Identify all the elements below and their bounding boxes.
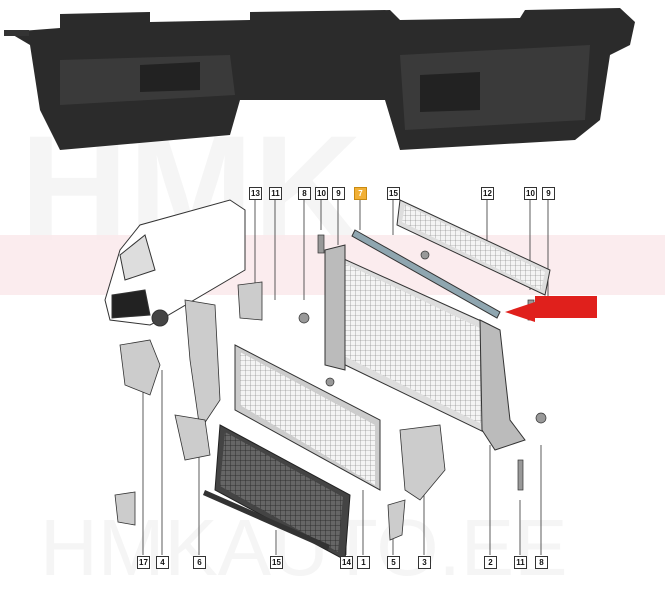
radiator-support-photo bbox=[4, 8, 635, 150]
callout: 10 bbox=[524, 187, 537, 200]
callout: 6 bbox=[193, 556, 206, 569]
seal-strip bbox=[203, 490, 330, 550]
callout: 11 bbox=[269, 187, 282, 200]
callout: 1 bbox=[357, 556, 370, 569]
callout: 10 bbox=[315, 187, 328, 200]
callout: 17 bbox=[137, 556, 150, 569]
callout: 8 bbox=[298, 187, 311, 200]
radiator bbox=[324, 244, 526, 451]
callout: 4 bbox=[156, 556, 169, 569]
arrow-indicator bbox=[505, 296, 597, 322]
van-illustration bbox=[104, 199, 246, 327]
callout: 15 bbox=[387, 187, 400, 200]
callout: 9 bbox=[332, 187, 345, 200]
charge-air-cooler bbox=[396, 199, 551, 296]
callout: 9 bbox=[542, 187, 555, 200]
callout: 14 bbox=[340, 556, 353, 569]
callout: 15 bbox=[270, 556, 283, 569]
callout: 12 bbox=[481, 187, 494, 200]
callout: 11 bbox=[514, 556, 527, 569]
leader-lines bbox=[142, 199, 549, 555]
deflectors bbox=[114, 281, 446, 541]
callout: 8 bbox=[535, 556, 548, 569]
callout: 13 bbox=[249, 187, 262, 200]
upper-seal-bar bbox=[351, 229, 501, 319]
callout-highlighted: 7 bbox=[354, 187, 367, 200]
callout: 2 bbox=[484, 556, 497, 569]
condenser bbox=[234, 344, 381, 491]
callout: 5 bbox=[387, 556, 400, 569]
callout: 3 bbox=[418, 556, 431, 569]
